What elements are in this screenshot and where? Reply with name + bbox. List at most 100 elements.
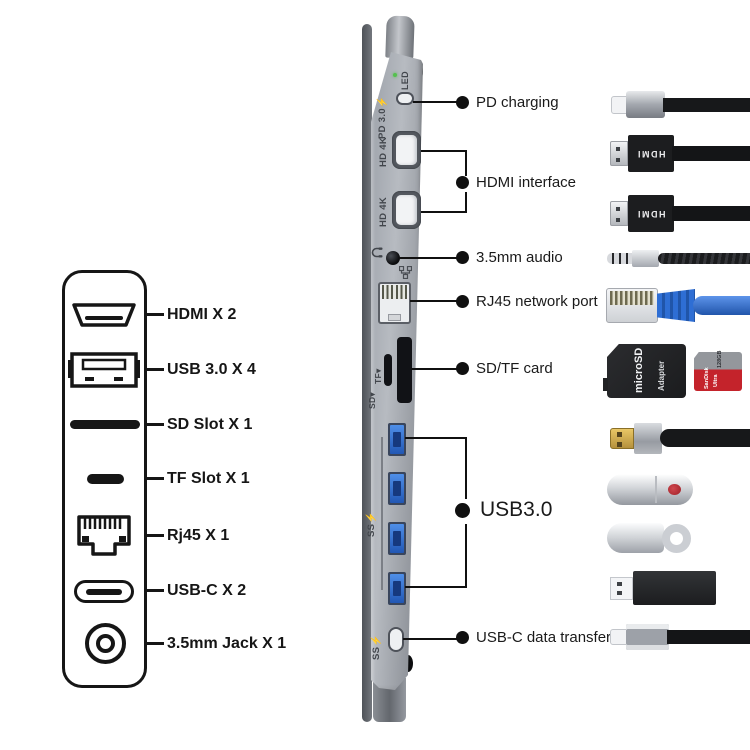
hdmi-port-2-label: HD 4K xyxy=(378,196,389,227)
ethernet-boot xyxy=(657,289,695,322)
audio-jack-icon xyxy=(85,623,126,664)
usb-stick-body xyxy=(633,571,716,605)
audio-jack-port xyxy=(386,251,400,265)
microsd-series-text: Ultra xyxy=(713,374,719,387)
legend-label-jack: 3.5mm Jack X 1 xyxy=(167,635,287,652)
usb-c-cable-cord xyxy=(667,630,750,644)
hdmi-pin-hole xyxy=(616,147,620,151)
usbc-ss-label: SS⚡ xyxy=(371,634,382,660)
usbc-leader-line xyxy=(403,638,457,640)
usb-stick-pin-hole xyxy=(617,582,622,586)
usb3-label: USB3.0 xyxy=(480,498,553,521)
sdtf-label: SD/TF card xyxy=(476,360,553,377)
sdtf-leader-line xyxy=(411,368,457,370)
usb-a-pin-hole xyxy=(617,432,622,437)
sd-adapter-lock-tab xyxy=(603,378,608,391)
usb3-bracket-side xyxy=(465,437,467,499)
hdmi-logo-text: HDMI xyxy=(636,208,666,219)
hdmi-bracket-top xyxy=(421,150,467,152)
hdmi-cable xyxy=(672,206,750,221)
usb3-bracket-bottom xyxy=(405,586,467,588)
usb-c-plug-tip xyxy=(611,96,627,114)
hdmi-port-1-label: HD 4K xyxy=(378,136,389,167)
usb-c-cable-tip xyxy=(610,629,627,645)
hdmi-interface-label: HDMI interface xyxy=(476,174,577,191)
pd-charging-label: PD charging xyxy=(476,94,559,111)
hdmi-port-icon xyxy=(72,303,136,327)
rj45-leader-line xyxy=(410,300,457,302)
audio-plug-tip xyxy=(607,253,633,264)
led-label: LED xyxy=(400,71,410,90)
legend-label-tf: TF Slot X 1 xyxy=(167,470,250,487)
hdmi-plug-tip-2 xyxy=(610,201,628,226)
usb3-port-1 xyxy=(388,423,406,456)
flash-drive-seam xyxy=(655,476,657,503)
usb-c-cable-shell xyxy=(626,624,669,650)
sd-slot-icon xyxy=(70,420,140,429)
sd-adapter-photo xyxy=(607,344,686,398)
usb-stick-pin-hole xyxy=(617,591,622,595)
usb3-bracket-top xyxy=(405,437,467,439)
sd-slot-label: SD▾ xyxy=(367,392,377,409)
legend-leader-line xyxy=(146,534,164,537)
hdmi-pin-hole xyxy=(616,158,620,162)
legend-label-hdmi: HDMI X 2 xyxy=(167,306,237,323)
hdmi-bracket-side xyxy=(465,150,467,176)
legend-label-usbc: USB-C X 2 xyxy=(167,582,247,599)
microsd-card-photo xyxy=(694,352,742,391)
rj45-bullet xyxy=(456,295,469,308)
legend-leader-line xyxy=(146,423,164,426)
usbc-bullet xyxy=(456,631,469,644)
audio-plug-barrel xyxy=(632,250,659,267)
rj45-port-icon xyxy=(77,515,131,556)
legend-label-usb: USB 3.0 X 4 xyxy=(167,361,256,378)
legend-leader-line xyxy=(146,368,164,371)
hdmi-bracket-side xyxy=(465,192,467,213)
usb3-bullet xyxy=(455,503,470,518)
sdtf-bullet xyxy=(456,362,469,375)
hdmi-plug-tip-1 xyxy=(610,141,628,166)
hdmi-cable-photo-2: HDMI xyxy=(628,195,674,232)
headset-icon xyxy=(371,247,383,258)
audio-bullet xyxy=(456,251,469,264)
legend-leader-line xyxy=(146,313,164,316)
rj45-label: RJ45 network port xyxy=(476,293,598,310)
audio-label: 3.5mm audio xyxy=(476,249,563,266)
usb3-port-4 xyxy=(388,572,406,605)
usb3-group-line xyxy=(381,437,383,590)
sd-adapter-label-text: Adapter xyxy=(657,360,666,391)
port-legend-box xyxy=(62,270,147,688)
tf-card-slot xyxy=(384,354,392,386)
audio-leader-line xyxy=(399,257,457,259)
hdmi-cable xyxy=(672,146,750,161)
legend-leader-line xyxy=(146,642,164,645)
tf-slot-label: TF▾ xyxy=(373,368,383,384)
usb-c-cable xyxy=(663,98,750,112)
ethernet-plug-pins xyxy=(610,291,654,305)
microsd-brand-text: SanDisk xyxy=(704,367,710,389)
flash-drive-red-dot xyxy=(668,484,681,495)
usb-c-port-icon xyxy=(74,580,134,603)
usb-a-plug-shell xyxy=(634,423,662,454)
usb-a-cable xyxy=(660,429,750,447)
pd-leader-line xyxy=(413,101,458,103)
microsd-capacity-text: 128GB xyxy=(717,350,723,368)
usbc-data-label: USB-C data transfer. xyxy=(476,629,615,646)
usbc-data-port xyxy=(388,627,404,652)
hdmi-bracket-bottom xyxy=(421,211,467,213)
legend-label-sd: SD Slot X 1 xyxy=(167,416,253,433)
usb-c-plug-shell xyxy=(626,91,665,118)
usb3-port-3 xyxy=(388,522,406,555)
flash-drive-keyring xyxy=(662,524,691,553)
usb-a-port-icon xyxy=(68,352,140,388)
hdmi-pin-hole xyxy=(616,218,620,222)
hub-side-strip xyxy=(362,24,372,722)
usb3-ss-label: SS⚡ xyxy=(366,511,377,537)
ethernet-cable xyxy=(693,296,750,315)
usb3-port-2 xyxy=(388,472,406,505)
tf-slot-icon xyxy=(87,474,124,484)
pd-charging-port xyxy=(396,92,414,105)
usb-a-pin-hole xyxy=(617,442,622,447)
hdmi-port-1 xyxy=(392,131,421,169)
flash-drive-photo-2 xyxy=(607,523,664,553)
